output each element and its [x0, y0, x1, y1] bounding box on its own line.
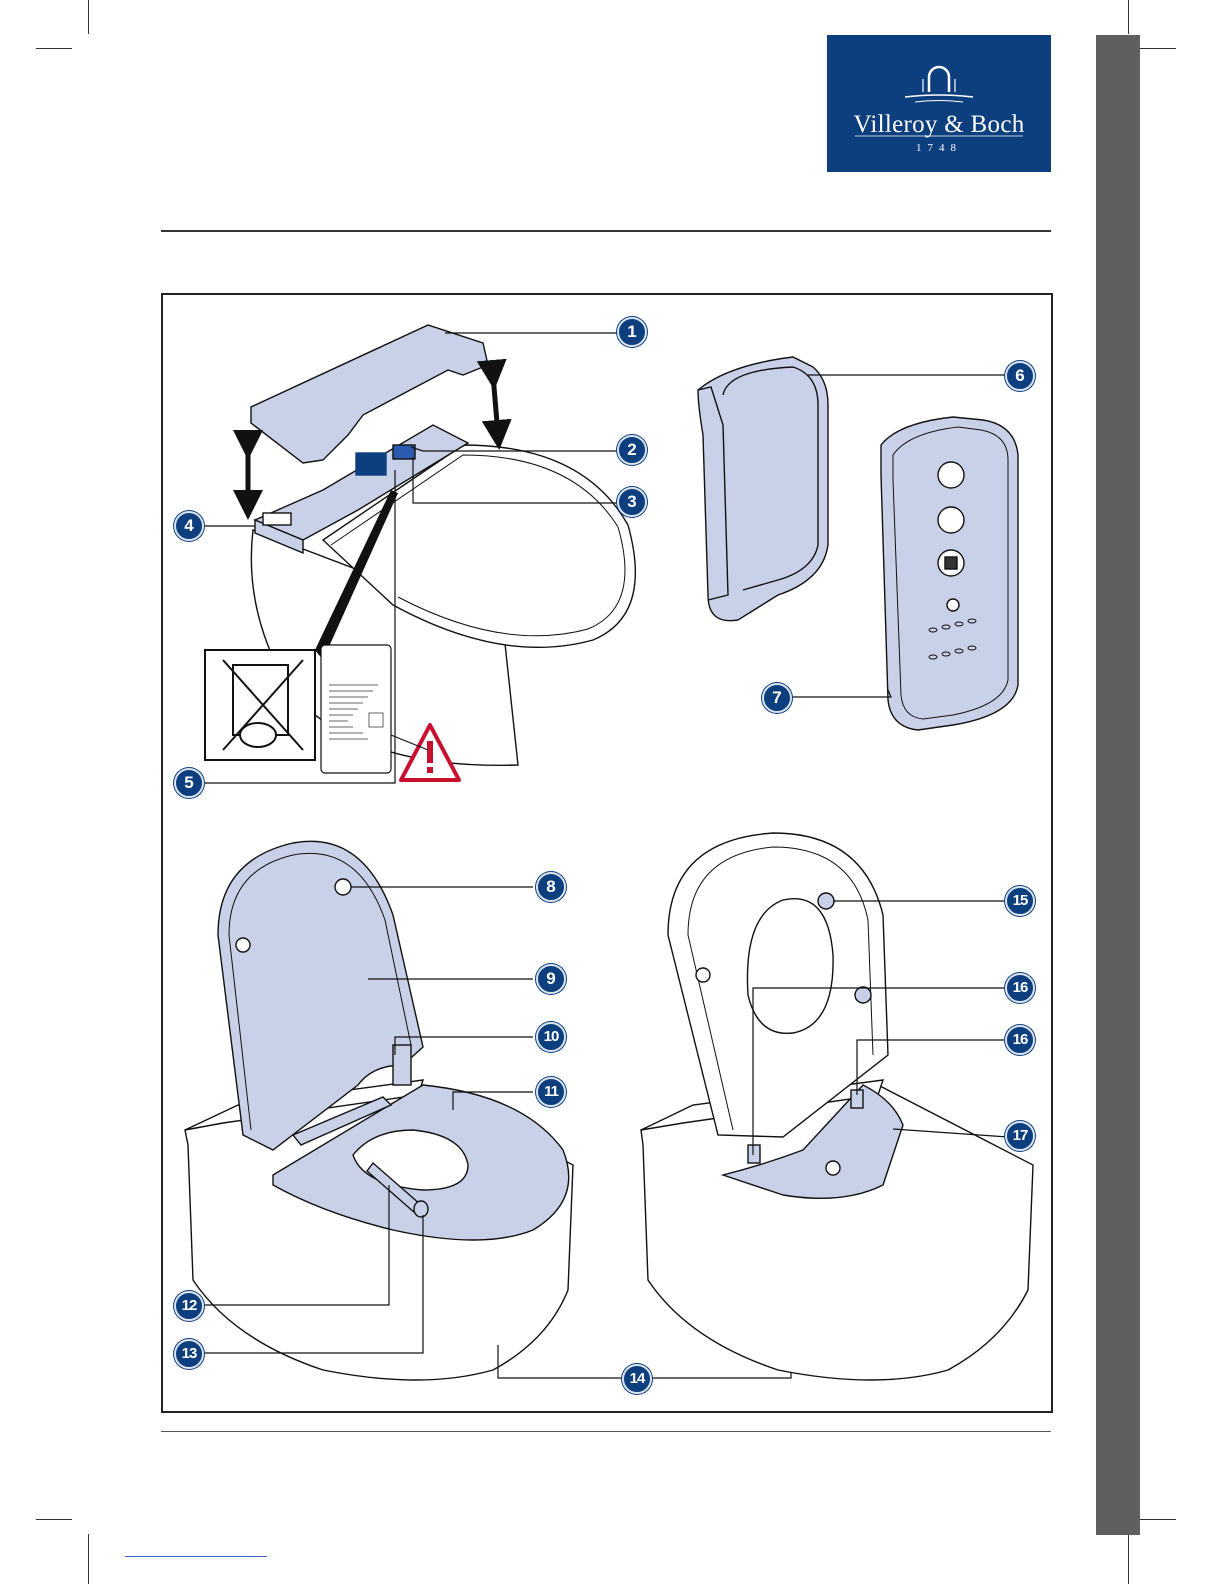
brand-logo: Villeroy & Boch 1748 — [827, 35, 1051, 172]
toilet-open-seat — [185, 841, 573, 1380]
callout-4: 4 — [174, 511, 204, 541]
crop-mark — [1140, 1519, 1176, 1520]
callout-10: 10 — [536, 1022, 566, 1052]
toilet-seat-raised — [641, 833, 1033, 1380]
callout-7: 7 — [762, 683, 792, 713]
crop-mark — [36, 1519, 72, 1520]
crop-mark — [88, 0, 89, 34]
crop-mark — [1140, 48, 1176, 49]
parts-diagram — [163, 295, 1051, 1411]
crop-mark — [88, 1534, 89, 1584]
callout-8: 8 — [536, 872, 566, 902]
type-plate-label — [321, 645, 391, 773]
callout-6: 6 — [1005, 361, 1035, 391]
callout-1: 1 — [617, 317, 647, 347]
callout-15: 15 — [1005, 886, 1035, 916]
callout-9: 9 — [536, 964, 566, 994]
remote-holder — [698, 357, 828, 621]
callout-3: 3 — [617, 487, 647, 517]
remote-control — [881, 417, 1018, 730]
callout-12: 12 — [174, 1291, 204, 1321]
header-divider — [161, 230, 1051, 232]
callout-11: 11 — [536, 1077, 566, 1107]
crop-mark — [1128, 1534, 1129, 1584]
crop-mark — [36, 48, 72, 49]
callout-13: 13 — [174, 1339, 204, 1369]
brand-name: Villeroy & Boch — [827, 111, 1051, 139]
side-tab-bar — [1096, 35, 1140, 1535]
footer-link-underline[interactable] — [125, 1556, 267, 1557]
diagram-frame: 1 2 3 4 5 6 7 8 9 10 11 12 13 14 15 16 1… — [161, 293, 1053, 1413]
crop-mark — [1128, 0, 1129, 34]
callout-2: 2 — [617, 435, 647, 465]
brand-year: 1748 — [827, 142, 1051, 154]
callout-5: 5 — [174, 768, 204, 798]
callout-16b: 16 — [1005, 1025, 1035, 1055]
callout-14: 14 — [622, 1364, 652, 1394]
footer-divider — [161, 1431, 1051, 1432]
callout-17: 17 — [1005, 1121, 1035, 1151]
callout-16a: 16 — [1005, 973, 1035, 1003]
